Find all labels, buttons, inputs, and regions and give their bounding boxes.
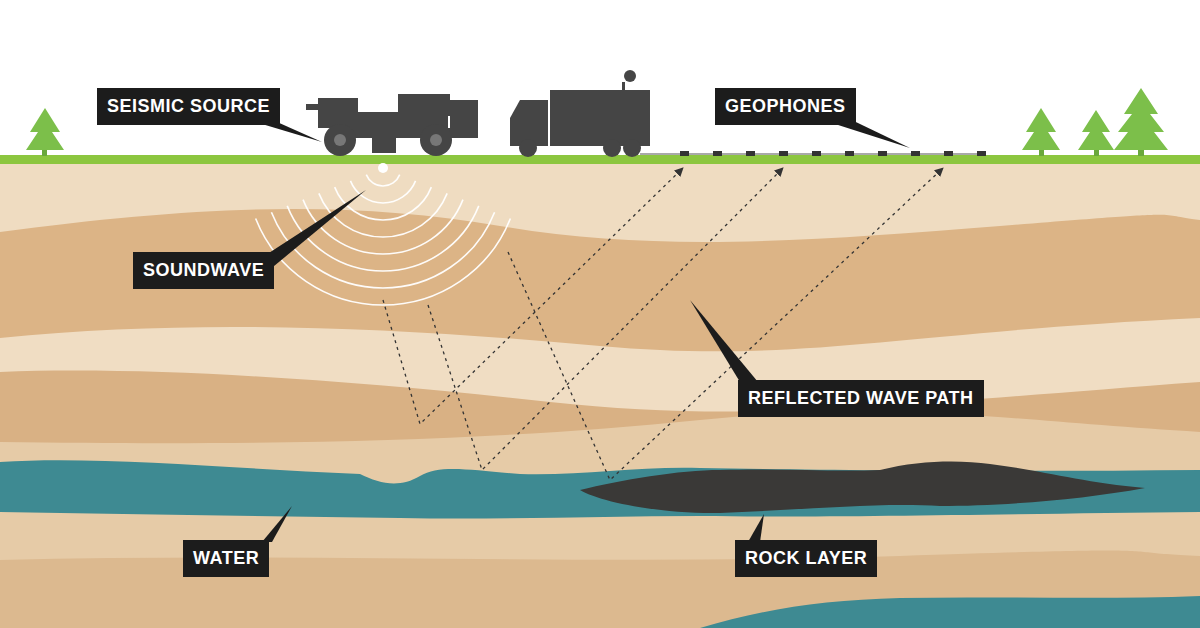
water-layer	[0, 460, 1200, 518]
geophone-line	[640, 151, 986, 156]
soil-layer	[0, 318, 1200, 628]
soil-layer	[0, 551, 1200, 628]
water-layer	[700, 596, 1200, 628]
seismic-source-truck	[306, 94, 478, 156]
callout-label: SEISMIC SOURCE	[97, 88, 280, 125]
tree	[26, 108, 64, 156]
recording-truck	[510, 70, 650, 157]
reflected-wave-path	[383, 168, 943, 480]
grass-line	[0, 155, 1200, 164]
soil-layer	[0, 371, 1200, 628]
ground	[0, 163, 1200, 628]
soil-layer	[0, 209, 1200, 628]
callout-label: WATER	[183, 540, 269, 577]
soil-layer	[0, 412, 1200, 628]
callout-label: ROCK LAYER	[735, 540, 877, 577]
callout-leader	[250, 110, 910, 542]
tree	[1022, 88, 1168, 156]
callout-label: SOUNDWAVE	[133, 252, 274, 289]
callout-label: GEOPHONES	[715, 88, 856, 125]
callout-label: REFLECTED WAVE PATH	[738, 380, 984, 417]
soundwave-arcs	[256, 175, 511, 305]
source-point	[378, 163, 388, 173]
rock-layer	[580, 462, 1145, 514]
